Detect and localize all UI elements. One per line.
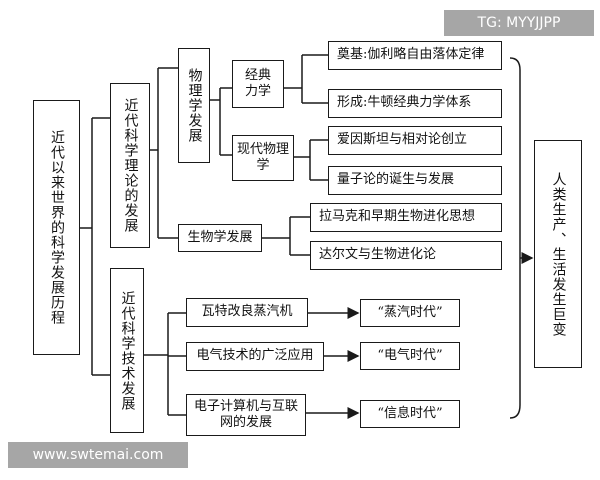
node-lamarck: 拉马克和早期生物进化思想: [310, 203, 502, 232]
node-tech: 近代科学技术发展: [110, 268, 144, 433]
link-modern-items: [294, 139, 328, 181]
node-steam-engine: 瓦特改良蒸汽机: [186, 298, 308, 327]
node-result: 人类生产、生活发生巨变: [534, 140, 582, 368]
node-classical-mechanics: 经典力学: [232, 60, 284, 108]
node-quantum: 量子论的诞生与发展: [328, 166, 502, 195]
node-electric-era: “电气时代”: [360, 342, 460, 370]
node-galileo: 奠基:伽利略自由落体定律: [328, 41, 502, 70]
node-steam-era: “蒸汽时代”: [360, 299, 460, 327]
watermark-top: TG: MYYJJPP: [444, 10, 594, 36]
node-theory: 近代科学理论的发展: [110, 83, 150, 248]
node-modern-physics: 现代物理学: [232, 135, 294, 181]
node-computer-internet: 电子计算机与互联网的发展: [186, 394, 306, 436]
link-biology-items: [262, 216, 310, 256]
link-tech-items: [144, 312, 186, 416]
node-newton: 形成:牛顿经典力学体系: [328, 89, 502, 118]
node-biology: 生物学发展: [178, 224, 262, 252]
node-info-era: “信息时代”: [360, 400, 460, 428]
node-electric: 电气技术的广泛应用: [186, 342, 324, 371]
node-root: 近代以来世界的科学发展历程: [33, 100, 80, 355]
right-bracket: [509, 57, 521, 419]
watermark-bottom: www.swtemai.com: [8, 442, 188, 468]
link-physics-children: [210, 87, 232, 156]
node-einstein: 爱因斯坦与相对论创立: [328, 126, 502, 155]
node-physics: 物理学发展: [178, 48, 210, 163]
link-classical-items: [284, 54, 328, 104]
link-root-branches: [80, 117, 110, 376]
node-darwin: 达尔文与生物进化论: [310, 241, 502, 270]
link-theory-children: [150, 67, 178, 239]
